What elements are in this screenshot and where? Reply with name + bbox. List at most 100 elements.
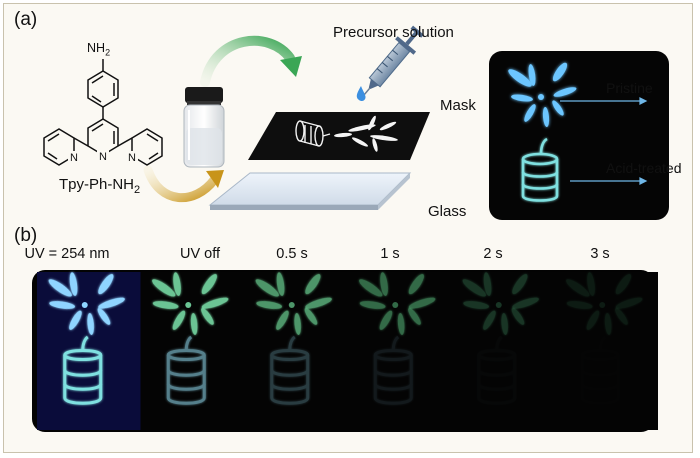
- drum-stroke: [63, 369, 103, 377]
- glow-petal: [483, 310, 496, 330]
- timeline-frame-label: 0.5 s: [276, 246, 308, 262]
- glow-drum: [373, 335, 413, 405]
- tpy-molecule-structure: [43, 59, 163, 166]
- pristine-pointer-arrow: [560, 97, 648, 105]
- drum-stroke: [477, 383, 517, 391]
- glow-petal: [276, 272, 285, 296]
- drum-stroke: [270, 383, 310, 391]
- pristine-star-pattern: [508, 62, 577, 127]
- drum-stroke: [373, 397, 413, 405]
- glow-petal: [304, 308, 318, 325]
- drum-stroke: [166, 397, 206, 405]
- svg-text:N: N: [99, 151, 107, 163]
- glow-petal: [462, 279, 486, 297]
- glow-petal: [408, 297, 436, 309]
- glass-label: Glass: [428, 203, 467, 220]
- glow-petal: [201, 297, 229, 309]
- syringe-icon: [361, 25, 424, 99]
- gold-arrow-head: [206, 170, 224, 188]
- glow-petal: [201, 308, 214, 325]
- timeline-frame: [37, 272, 141, 430]
- glow-drum: [166, 335, 206, 405]
- glow-petal-center: [288, 302, 295, 308]
- glow-petal: [256, 301, 283, 309]
- glow-petal: [408, 308, 421, 325]
- glow-petal: [201, 274, 217, 295]
- svg-text:N: N: [70, 152, 78, 164]
- glow-petal: [587, 272, 595, 296]
- timeline-frame-label: 2 s: [483, 246, 503, 262]
- glow-petal: [294, 313, 301, 335]
- glow-petal: [615, 297, 643, 309]
- glow-petal: [98, 297, 125, 309]
- glow-petal: [408, 274, 424, 295]
- timeline-frame: [244, 272, 348, 430]
- drum-stroke: [166, 369, 206, 377]
- timeline-frame-label: UV = 254 nm: [24, 246, 110, 262]
- glow-petal: [359, 301, 386, 309]
- timeline-frame-label: UV off: [179, 246, 221, 262]
- result-panel: [489, 51, 669, 220]
- glow-petal: [511, 308, 525, 325]
- drum-stroke: [477, 397, 517, 405]
- amine-group-text: NH: [87, 41, 106, 55]
- glow-petal-center: [495, 302, 502, 308]
- glow-petal: [255, 279, 279, 297]
- drum-stroke: [63, 383, 103, 391]
- drum-stroke: [373, 369, 413, 377]
- glow-petal: [379, 310, 393, 330]
- glow-petal: [397, 313, 405, 335]
- glow-drum: [477, 335, 517, 405]
- drum-stroke: [63, 397, 103, 405]
- timeline-frame: [554, 272, 658, 430]
- glow-petal: [69, 272, 78, 296]
- mask-sheet: [248, 112, 430, 160]
- glow-petal-center: [81, 302, 88, 308]
- gold-curved-arrow: [143, 165, 219, 203]
- timeline-frame-label: 3 s: [590, 246, 610, 262]
- glow-petal: [380, 272, 388, 296]
- glow-petal: [359, 279, 383, 297]
- glow-petal: [501, 313, 508, 335]
- molecule-name-subscript: 2: [134, 184, 141, 196]
- acid-treated-label: Acid-treated: [606, 160, 682, 176]
- glow-petal: [98, 274, 114, 295]
- drum-stroke: [184, 335, 193, 351]
- acid-treated-pointer-arrow: [570, 177, 648, 185]
- panel-a-label: (a): [14, 9, 38, 30]
- glow-petal: [172, 310, 186, 330]
- glow-drum: [63, 335, 103, 405]
- timeline-frames: [37, 272, 658, 430]
- pristine-label: Pristine: [606, 80, 653, 96]
- drum-stroke: [477, 369, 517, 377]
- glow-petal: [48, 279, 72, 297]
- molecule-name-label: Tpy-Ph-NH2: [59, 176, 140, 196]
- solution-drop-icon: [356, 86, 366, 102]
- glow-petal: [615, 308, 628, 325]
- glow-petal: [87, 313, 94, 335]
- glow-petal: [276, 310, 289, 330]
- mask-label: Mask: [440, 97, 476, 114]
- glow-petal: [49, 301, 76, 309]
- mask-star-pattern: [334, 115, 398, 152]
- amine-group-subscript: 2: [105, 47, 111, 58]
- drum-stroke: [270, 369, 310, 377]
- drum-stroke: [391, 335, 400, 351]
- glow-petal: [615, 274, 631, 295]
- glass-slide: [208, 172, 412, 210]
- glow-petal: [173, 272, 181, 296]
- glow-petal: [190, 313, 198, 335]
- glow-petal: [305, 297, 332, 309]
- green-curved-arrow: [200, 35, 295, 87]
- amine-group-label: NH2: [87, 41, 110, 58]
- glow-petal: [152, 279, 176, 297]
- glow-petal: [305, 274, 321, 295]
- timeline-frame-label: 1 s: [380, 246, 400, 262]
- nitrogen-atoms: N N N: [68, 150, 138, 164]
- vial-icon: [183, 87, 225, 168]
- drum-stroke: [373, 383, 413, 391]
- glow-petal: [152, 301, 179, 309]
- drum-stroke: [81, 335, 89, 351]
